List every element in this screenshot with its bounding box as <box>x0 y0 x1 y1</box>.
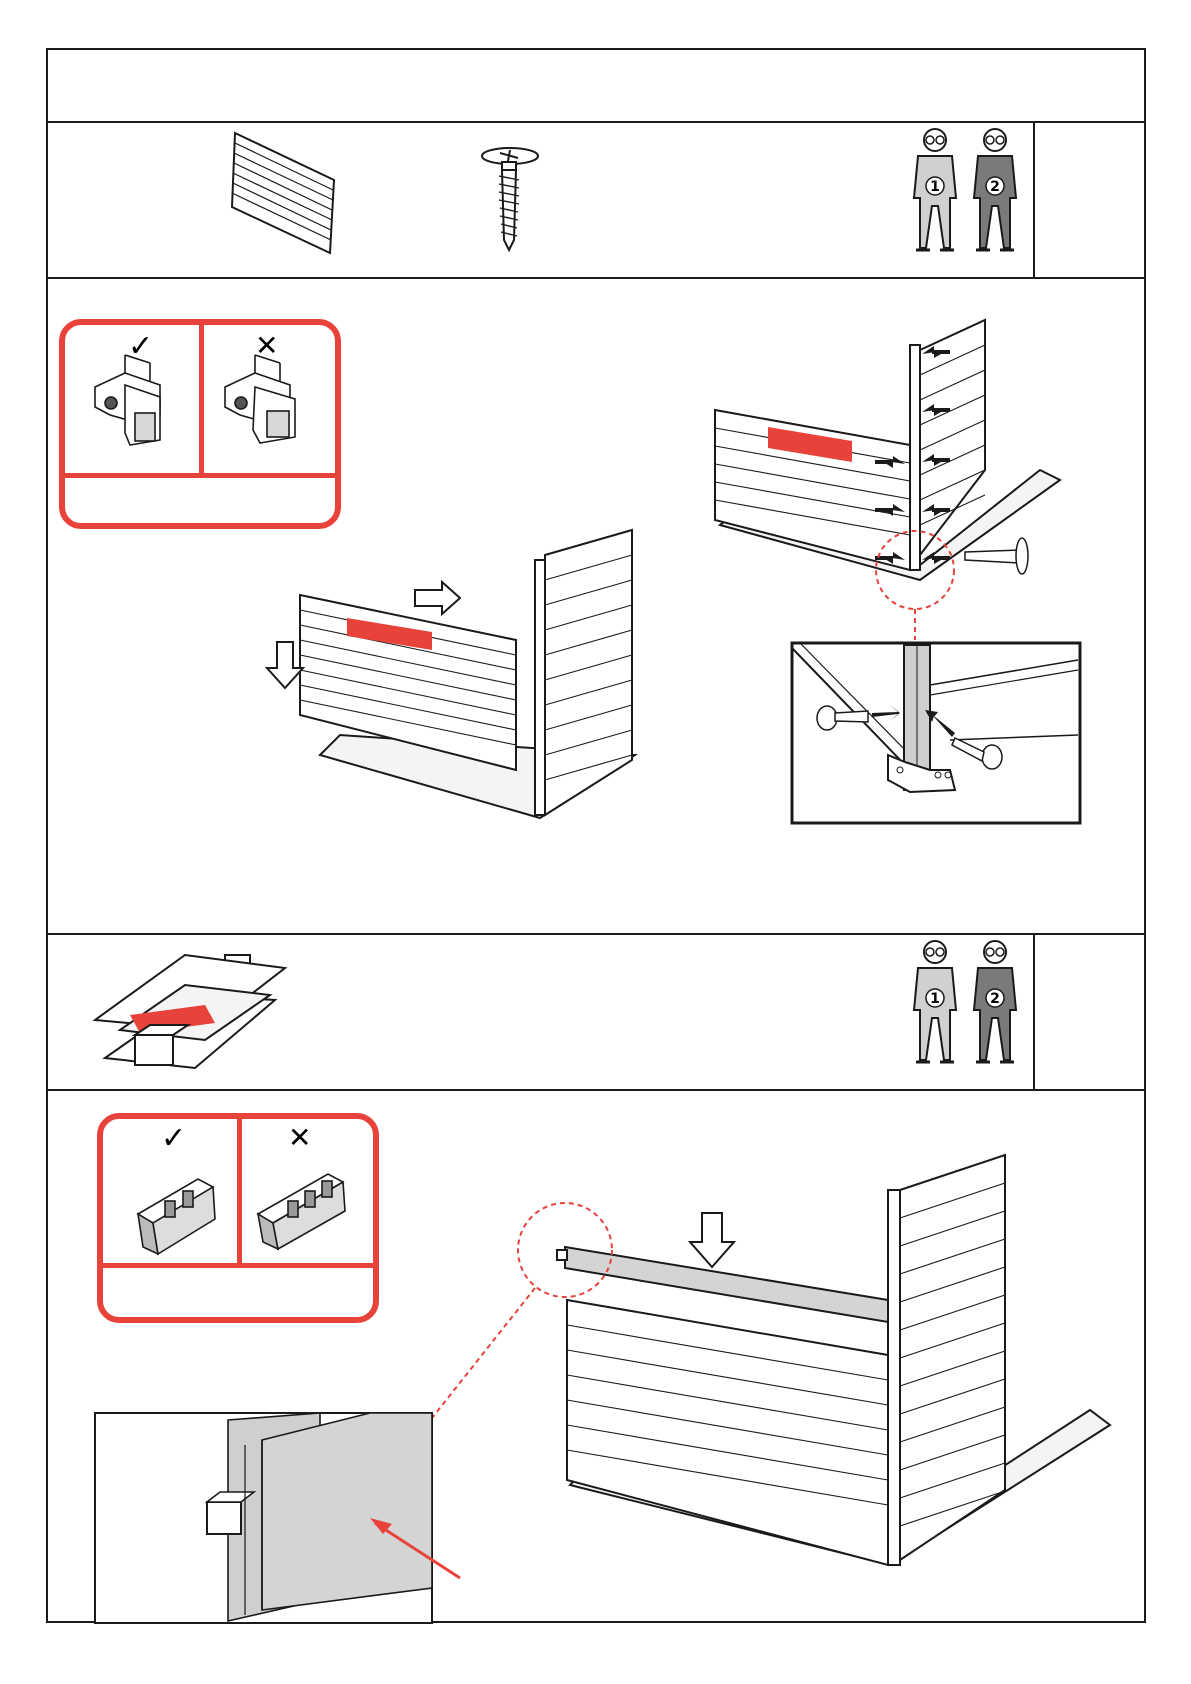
arrow-down-icon <box>690 1213 734 1267</box>
detail-zoom-box-rail <box>95 1413 460 1623</box>
assembly-step2 <box>432 1155 1110 1565</box>
